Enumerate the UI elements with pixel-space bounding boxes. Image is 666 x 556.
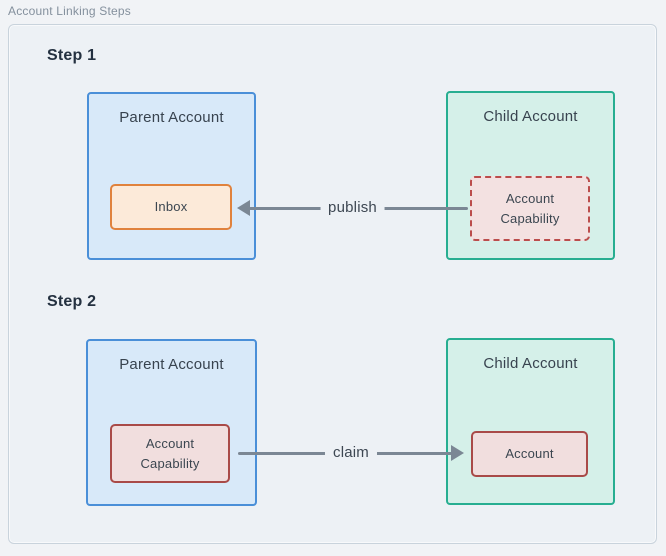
step2-account-box: Account	[471, 431, 588, 477]
diagram-title: Account Linking Steps	[8, 4, 131, 18]
claim-arrow-label: claim	[324, 443, 378, 461]
step2-account-label: Account	[505, 446, 554, 461]
step-2-label: Step 2	[47, 293, 97, 310]
arrowhead-right-icon	[451, 445, 464, 461]
step2-child-account-title: Child Account	[483, 355, 578, 372]
step2-account-capability-box: Account Capability	[110, 424, 230, 483]
step2-child-account-box: Child Account	[446, 338, 615, 505]
step1-inbox-label: Inbox	[154, 199, 188, 214]
step-1-label: Step 1	[47, 47, 97, 64]
step1-account-capability-box: Account Capability	[470, 176, 590, 241]
arrowhead-left-icon	[237, 200, 250, 216]
step1-parent-account-title: Parent Account	[119, 109, 224, 126]
step1-child-account-title: Child Account	[483, 108, 578, 125]
step1-parent-account-box: Parent Account	[87, 92, 256, 260]
step2-account-capability-label: Account Capability	[140, 435, 200, 471]
step1-account-capability-label: Account Capability	[500, 190, 560, 226]
publish-arrow-label: publish	[320, 198, 385, 216]
step1-inbox-box: Inbox	[110, 184, 232, 230]
claim-arrow: claim	[238, 443, 464, 461]
publish-arrow: publish	[237, 198, 468, 216]
step2-parent-account-title: Parent Account	[119, 356, 224, 373]
